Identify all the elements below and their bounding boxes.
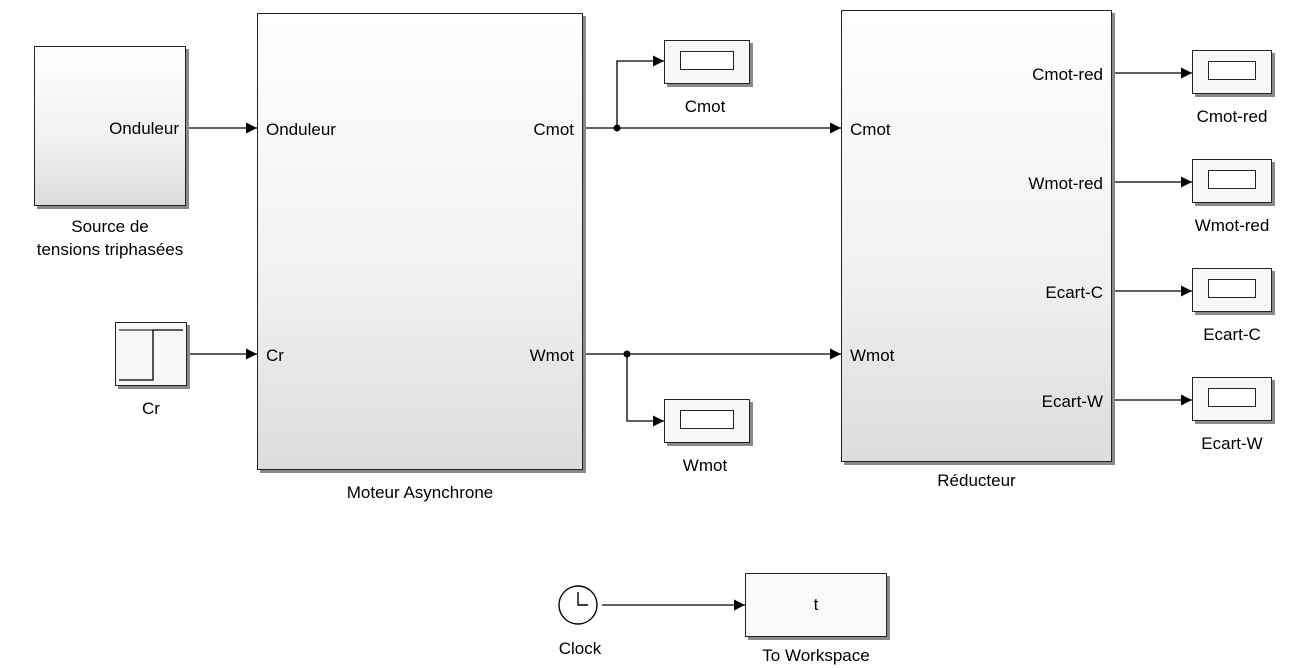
moteur-asynchrone-block[interactable]: Onduleur Cr Cmot Wmot (257, 13, 583, 470)
moteur-port-wmot: Wmot (529, 346, 574, 365)
scope-ecart-w-caption: Ecart-W (1201, 434, 1263, 453)
reducteur-port-wmot-red: Wmot-red (1028, 174, 1103, 193)
reducteur-port-ecart-w: Ecart-W (1041, 392, 1103, 411)
cr-caption: Cr (142, 399, 160, 418)
to-workspace-variable: t (813, 595, 819, 614)
scope-cmot[interactable] (664, 40, 750, 84)
reducteur-caption: Réducteur (937, 471, 1016, 490)
scope-wmot-red[interactable] (1192, 159, 1272, 203)
scope-wmot-caption: Wmot (682, 456, 728, 475)
scope-ecart-w[interactable] (1192, 377, 1272, 421)
source-port-onduleur: Onduleur (109, 119, 179, 138)
clock-icon[interactable] (555, 582, 605, 632)
scope-screen (680, 410, 734, 429)
scope-wmot-red-caption: Wmot-red (1194, 216, 1270, 235)
moteur-port-onduleur: Onduleur (266, 120, 336, 139)
scope-cmot-red-caption: Cmot-red (1196, 107, 1268, 126)
reducteur-port-ecart-c: Ecart-C (1045, 283, 1103, 302)
cr-step-block[interactable] (115, 322, 187, 386)
reducteur-port-cmot: Cmot (850, 120, 891, 139)
reducteur-port-wmot: Wmot (850, 346, 895, 365)
scope-screen (1208, 279, 1256, 298)
moteur-port-cr: Cr (266, 346, 284, 365)
to-workspace-caption: To Workspace (762, 646, 870, 665)
scope-ecart-c-caption: Ecart-C (1203, 325, 1261, 344)
wire-wmot-to-scope (626, 354, 664, 427)
scope-screen (680, 51, 734, 70)
moteur-port-cmot: Cmot (533, 120, 574, 139)
step-icon (119, 329, 183, 381)
wire-cmot-to-scope (616, 55, 664, 128)
scope-screen (1208, 61, 1256, 80)
reducteur-block[interactable]: Cmot Wmot Cmot-red Wmot-red Ecart-C Ecar… (841, 10, 1112, 462)
scope-screen (1208, 170, 1256, 189)
branch-point-cmot (613, 124, 621, 132)
source-caption: Source de tensions triphasées (36, 217, 184, 259)
source-block[interactable]: Onduleur (34, 46, 186, 206)
scope-screen (1208, 388, 1256, 407)
reducteur-port-cmot-red: Cmot-red (1032, 65, 1103, 84)
clock-caption: Clock (558, 639, 602, 658)
scope-cmot-red[interactable] (1192, 50, 1272, 94)
scope-wmot[interactable] (664, 399, 750, 443)
scope-cmot-caption: Cmot (684, 97, 726, 116)
to-workspace-block[interactable]: t (745, 573, 887, 637)
moteur-caption: Moteur Asynchrone (346, 483, 494, 502)
scope-ecart-c[interactable] (1192, 268, 1272, 312)
branch-point-wmot (623, 350, 631, 358)
